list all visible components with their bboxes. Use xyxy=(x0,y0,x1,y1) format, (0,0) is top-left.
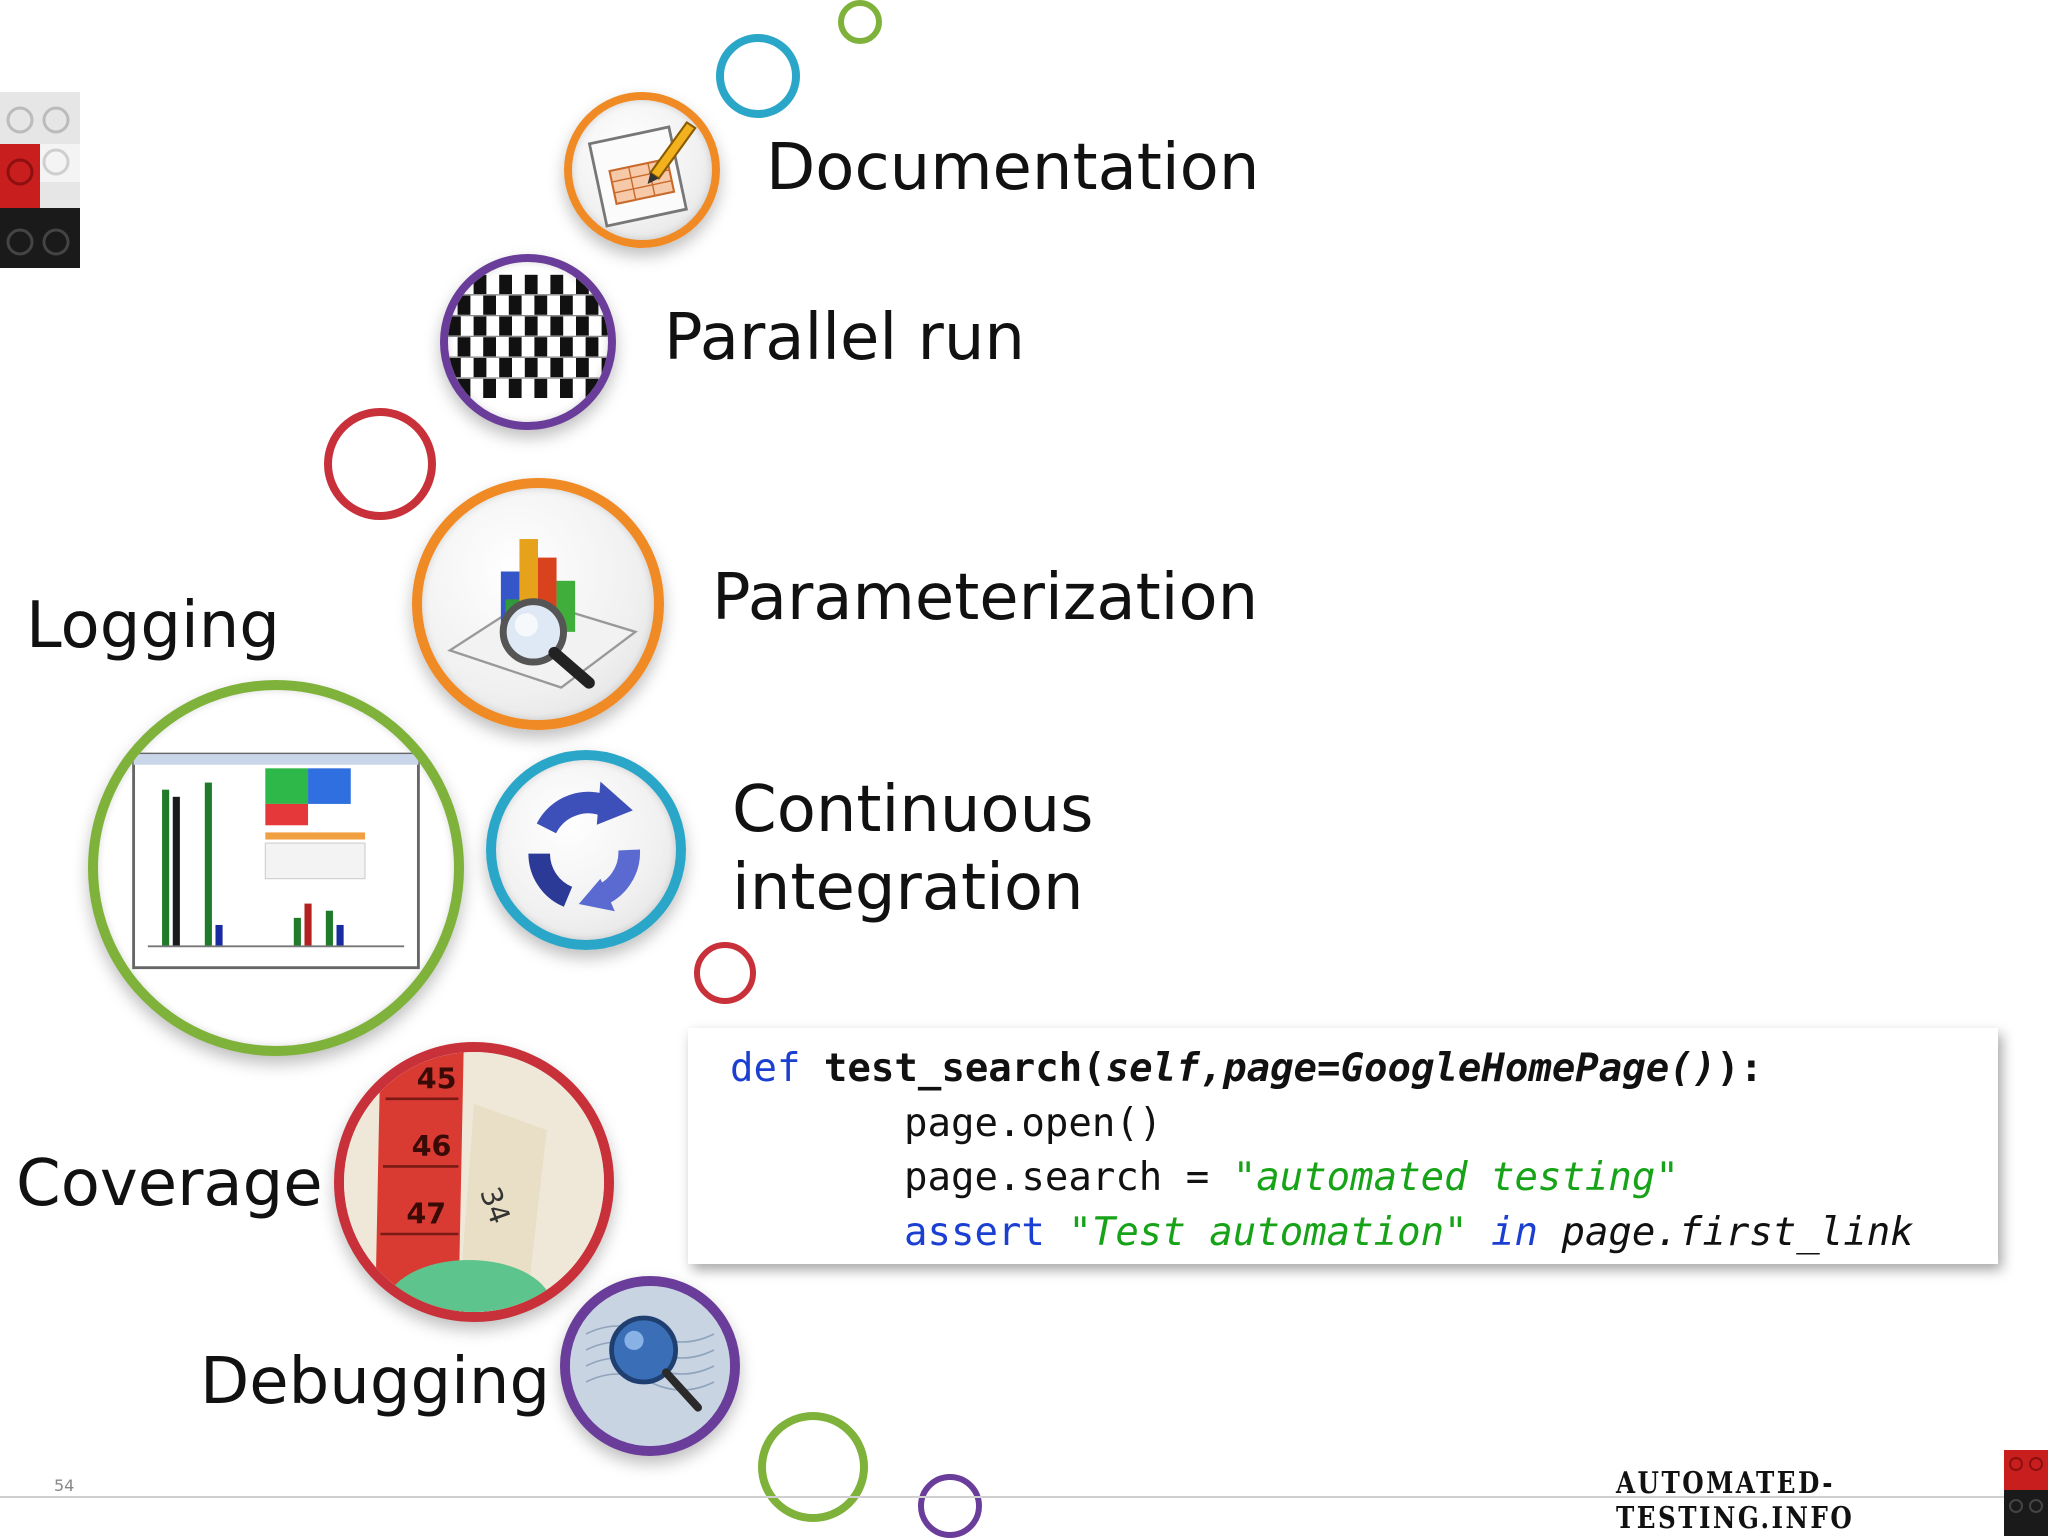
label-documentation: Documentation xyxy=(766,131,1260,205)
svg-text:47: 47 xyxy=(406,1197,446,1231)
label-logging: Logging xyxy=(26,589,280,663)
code-arguments: self,page=GoogleHomePage() xyxy=(1105,1046,1717,1091)
code-page-open: page.open() xyxy=(904,1100,1163,1146)
code-keyword-assert: assert xyxy=(904,1209,1045,1255)
decor-ring-teal xyxy=(716,34,800,118)
parallel-run-bubble xyxy=(440,254,616,430)
label-coverage: Coverage xyxy=(16,1147,323,1221)
continuous-integration-bubble xyxy=(486,750,686,950)
logging-bubble xyxy=(88,680,464,1056)
decor-ring-green-small xyxy=(838,0,882,44)
code-line-2: page.open() xyxy=(730,1097,1998,1152)
lego-brick-logo xyxy=(0,92,82,268)
svg-text:45: 45 xyxy=(417,1061,457,1095)
code-signature-end: ): xyxy=(1716,1046,1764,1091)
lego-brick-footer-logo xyxy=(2004,1450,2048,1536)
site-name: AUTOMATED-TESTING.INFO xyxy=(1616,1466,1855,1536)
decor-ring-green-bottom xyxy=(758,1412,868,1522)
decor-ring-red-small xyxy=(694,942,756,1004)
debugging-bubble xyxy=(560,1276,740,1456)
code-line-4: assert "Test automation" in page.first_l… xyxy=(730,1206,1998,1261)
label-debugging: Debugging xyxy=(200,1345,551,1419)
bar-chart-magnifier-icon xyxy=(447,539,638,689)
code-string-test-automation: "Test automation" xyxy=(1044,1209,1468,1255)
label-integration: integration xyxy=(732,851,1084,925)
svg-text:46: 46 xyxy=(412,1129,452,1163)
report-screenshot-icon xyxy=(132,752,420,970)
parameterization-bubble xyxy=(412,478,664,730)
code-string-automated-testing: "automated testing" xyxy=(1232,1155,1679,1200)
code-function-name: test_search( xyxy=(800,1046,1106,1091)
magnifier-fingerprint-icon xyxy=(570,1286,730,1446)
slide-number: 54 xyxy=(54,1476,75,1495)
label-parallel-run: Parallel run xyxy=(664,301,1025,375)
decor-ring-red-large xyxy=(324,408,436,520)
circular-arrows-icon xyxy=(528,781,641,912)
code-page-search: page.search = xyxy=(904,1155,1233,1200)
decor-ring-purple-bottom xyxy=(918,1474,982,1538)
code-line-3: page.search = "automated testing" xyxy=(730,1151,1998,1206)
spreadsheet-pencil-icon xyxy=(587,120,697,228)
label-parameterization: Parameterization xyxy=(712,561,1259,635)
footer-divider xyxy=(0,1496,2048,1498)
code-line-1: def test_search(self,page=GoogleHomePage… xyxy=(730,1042,1998,1097)
documentation-bubble xyxy=(564,92,720,248)
code-keyword-def: def xyxy=(730,1046,801,1091)
coverage-bubble: 45 46 47 34 xyxy=(334,1042,614,1322)
label-continuous: Continuous xyxy=(732,773,1094,847)
measuring-tape-icon: 45 46 47 34 xyxy=(344,1052,604,1312)
code-keyword-in: in xyxy=(1467,1209,1538,1255)
code-snippet-box: def test_search(self,page=GoogleHomePage… xyxy=(688,1028,1998,1264)
code-first-link: page.first_link xyxy=(1537,1209,1914,1255)
cafe-wall-illusion-icon xyxy=(448,274,608,398)
